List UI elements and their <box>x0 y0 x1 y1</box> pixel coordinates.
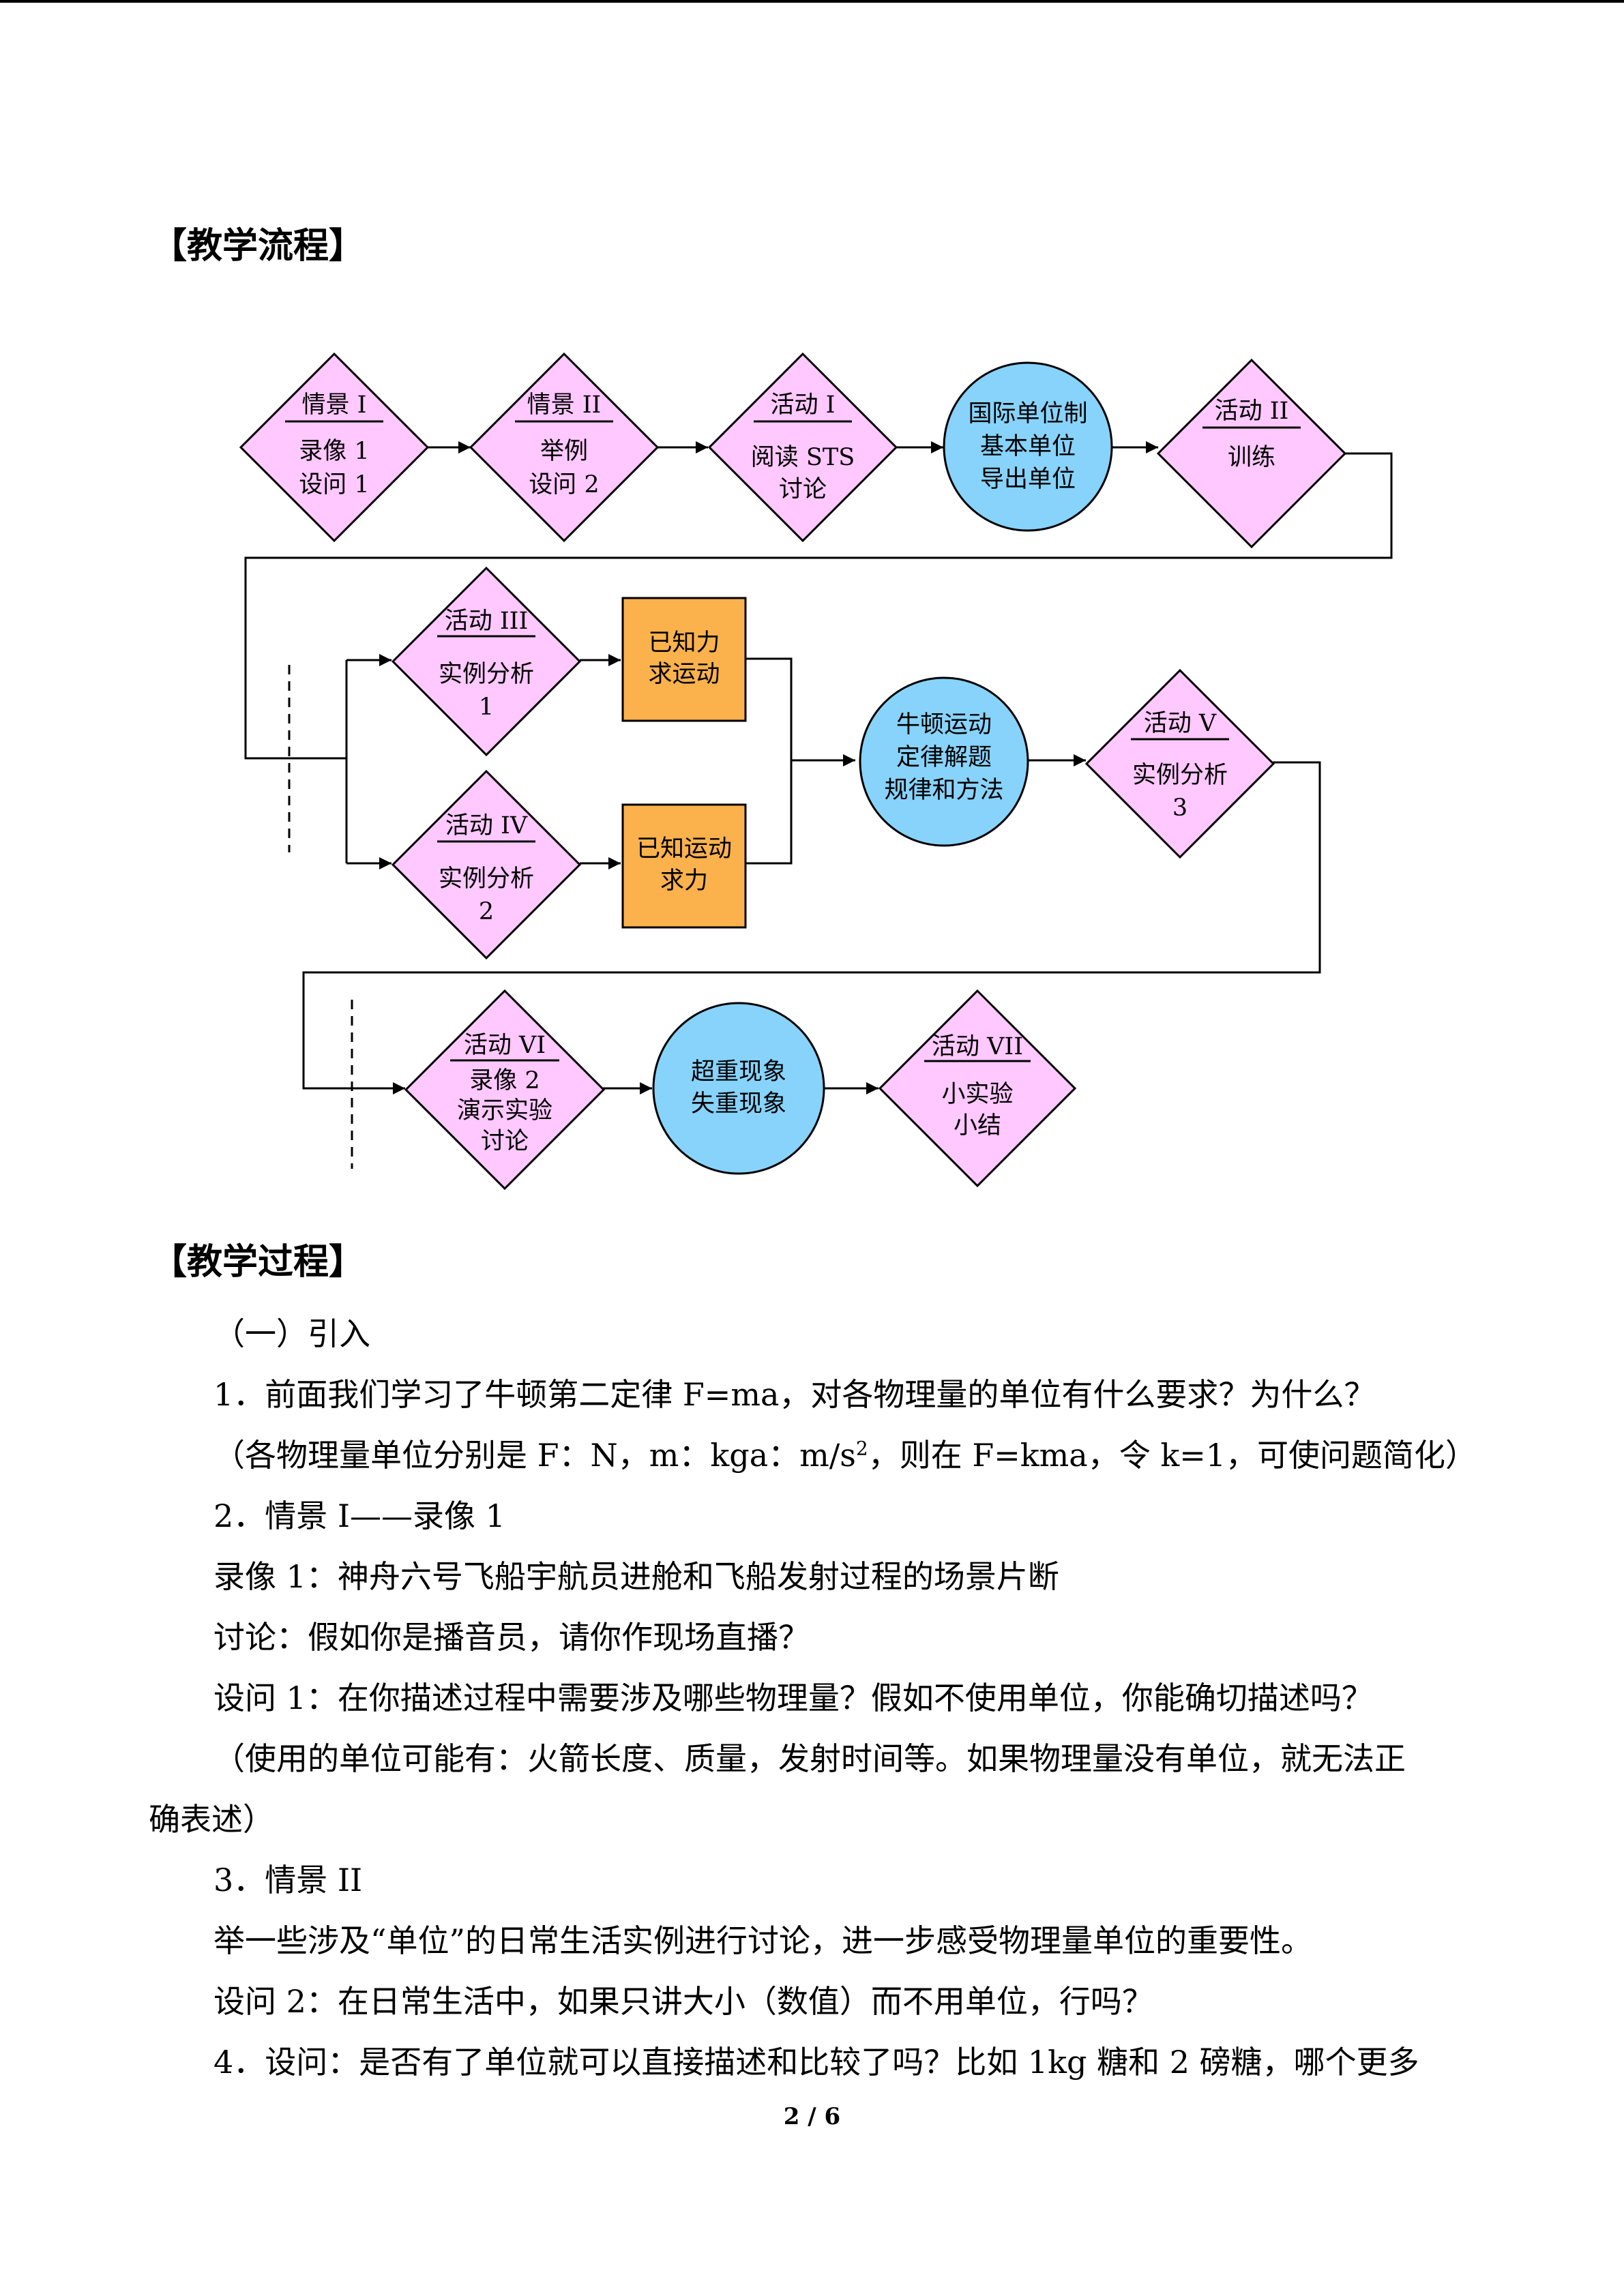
node-activity-1: 活动 I 阅读 STS 讨论 <box>707 352 898 543</box>
page-number: 2 / 6 <box>783 2103 841 2130</box>
teaching-flowchart: 情景 I 录像 1 设问 1 情景 II 举例 设问 2 活动 I 阅读 STS… <box>239 352 1393 1191</box>
svg-text:活动 III: 活动 III <box>445 608 529 635</box>
svg-text:求力: 求力 <box>660 867 708 895</box>
node-weight-phenomena: 超重现象 失重现象 <box>652 1002 825 1175</box>
section-title-process: 【教学过程】 <box>151 1241 365 1283</box>
svg-text:求运动: 求运动 <box>648 661 720 688</box>
svg-text:活动 II: 活动 II <box>1215 398 1289 425</box>
svg-text:情景 II: 情景 II <box>527 391 602 419</box>
paragraph-units: （各物理量单位分别是 F：N，m：kga：m/s2，则在 F=kma，令 k=1… <box>213 1437 1477 1474</box>
node-si-units: 国际单位制 基本单位 导出单位 <box>943 361 1113 532</box>
svg-text:牛顿运动: 牛顿运动 <box>896 711 992 739</box>
node-activity-4: 活动 IV 实例分析 2 <box>391 769 582 960</box>
paragraph-4: 4．设问：是否有了单位就可以直接描述和比较了吗？比如 1kg 糖和 2 磅糖，哪… <box>213 2044 1419 2081</box>
svg-text:设问 1: 设问 1 <box>299 471 369 498</box>
merge-line <box>745 657 793 865</box>
connectors <box>244 441 1393 1169</box>
svg-text:举例: 举例 <box>540 438 588 465</box>
svg-text:已知运动: 已知运动 <box>636 835 732 863</box>
node-activity-2: 活动 II 训练 <box>1156 358 1347 549</box>
paragraph-3: 3．情景 II <box>213 1862 363 1898</box>
svg-text:设问 2: 设问 2 <box>529 471 599 498</box>
svg-text:实例分析: 实例分析 <box>1132 762 1228 789</box>
svg-text:2: 2 <box>479 898 494 925</box>
paragraph-answer-1-cont: 确表述） <box>149 1801 274 1838</box>
svg-text:讨论: 讨论 <box>779 476 827 503</box>
paragraph-examples: 举一些涉及“单位”的日常生活实例进行讨论，进一步感受物理量单位的重要性。 <box>213 1922 1313 1959</box>
node-activity-3: 活动 III 实例分析 1 <box>391 566 582 757</box>
node-activity-6: 活动 VI 录像 2 演示实验 讨论 <box>404 989 606 1191</box>
svg-text:活动 I: 活动 I <box>771 391 836 419</box>
svg-text:规律和方法: 规律和方法 <box>884 777 1003 804</box>
paragraph-question-2: 设问 2：在日常生活中，如果只讲大小（数值）而不用单位，行吗？ <box>213 1983 1153 2020</box>
svg-text:已知力: 已知力 <box>648 629 720 657</box>
svg-text:讨论: 讨论 <box>481 1128 529 1155</box>
node-scene-2: 情景 II 举例 设问 2 <box>469 352 660 543</box>
svg-text:活动 IV: 活动 IV <box>445 812 528 839</box>
svg-text:小实验: 小实验 <box>941 1081 1013 1108</box>
svg-text:基本单位: 基本单位 <box>980 433 1076 460</box>
wrap-line-row1-row2 <box>244 452 1393 760</box>
svg-text:3: 3 <box>1172 794 1187 822</box>
svg-text:实例分析: 实例分析 <box>439 865 534 893</box>
section-title-flow: 【教学流程】 <box>151 225 365 267</box>
node-activity-5: 活动 V 实例分析 3 <box>1084 668 1275 859</box>
svg-text:录像 1: 录像 1 <box>299 438 369 465</box>
paragraph-1: 1．前面我们学习了牛顿第二定律 F=ma，对各物理量的单位有什么要求？为什么？ <box>213 1376 1376 1413</box>
svg-text:定律解题: 定律解题 <box>896 744 992 771</box>
svg-text:小结: 小结 <box>954 1112 1001 1139</box>
paragraph-video: 录像 1：神舟六号飞船宇航员进舱和飞船发射过程的场景片断 <box>213 1558 1059 1595</box>
node-scene-1: 情景 I 录像 1 设问 1 <box>239 352 430 543</box>
svg-text:实例分析: 实例分析 <box>439 661 534 688</box>
paragraph-answer-1: （使用的单位可能有：火箭长度、质量，发射时间等。如果物理量没有单位，就无法正 <box>213 1740 1406 1777</box>
paragraph-discussion: 讨论：假如你是播音员，请你作现场直播？ <box>213 1619 810 1656</box>
svg-text:演示实验: 演示实验 <box>457 1097 552 1124</box>
top-border <box>0 0 1624 3</box>
svg-text:国际单位制: 国际单位制 <box>968 400 1087 428</box>
paragraph-question-1: 设问 1：在你描述过程中需要涉及哪些物理量？假如不使用单位，你能确切描述吗？ <box>213 1680 1373 1716</box>
paragraph-intro: （一）引入 <box>213 1315 370 1352</box>
node-known-motion: 已知运动 求力 <box>621 803 747 929</box>
node-known-force: 已知力 求运动 <box>621 597 747 722</box>
svg-text:阅读 STS: 阅读 STS <box>751 444 855 471</box>
svg-text:导出单位: 导出单位 <box>980 466 1076 493</box>
svg-text:活动 VI: 活动 VI <box>464 1032 546 1059</box>
svg-text:1: 1 <box>479 694 494 721</box>
node-scene-1-title: 情景 I <box>302 391 367 419</box>
svg-text:训练: 训练 <box>1228 444 1275 471</box>
paragraph-2: 2．情景 I——录像 1 <box>213 1497 505 1534</box>
svg-text:超重现象: 超重现象 <box>691 1058 786 1086</box>
node-newton-methods: 牛顿运动 定律解题 规律和方法 <box>859 676 1029 847</box>
svg-text:活动 VII: 活动 VII <box>932 1033 1023 1060</box>
svg-text:活动 V: 活动 V <box>1144 710 1217 737</box>
svg-text:录像 2: 录像 2 <box>469 1067 540 1094</box>
wrap-line-row2-row3 <box>302 761 1321 1094</box>
svg-text:失重现象: 失重现象 <box>691 1090 786 1118</box>
node-activity-7: 活动 VII 小实验 小结 <box>878 989 1077 1188</box>
